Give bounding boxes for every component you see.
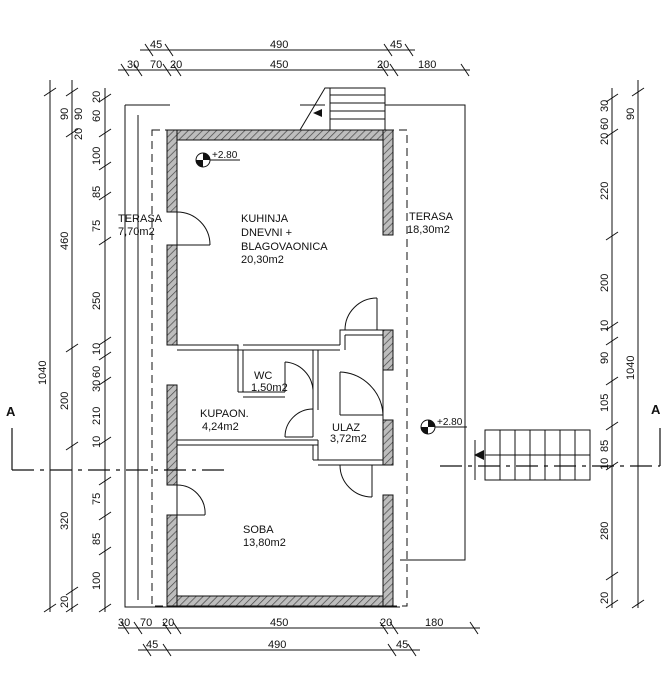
- dim-right-c1-12: 20: [599, 592, 611, 604]
- dim-left-c3-6: 10: [91, 343, 103, 355]
- dim-left-c4-3: 30: [91, 380, 103, 392]
- dim-right-c2-1: 90: [625, 108, 637, 120]
- dim-right-c1-4: 220: [599, 182, 611, 200]
- dim-left-c3-10: 85: [91, 533, 103, 545]
- room-terasa-left-area: 7,70m2: [118, 226, 155, 238]
- dim-top-r2-3: 20: [170, 59, 182, 71]
- dim-bot-r1-6: 180: [425, 617, 443, 629]
- dim-right-c1-7: 90: [599, 352, 611, 364]
- room-terasa-right-name: TERASA: [409, 211, 454, 223]
- room-kupaon-area: 4,24m2: [202, 421, 239, 433]
- dim-right-c1-6: 10: [599, 320, 611, 332]
- dim-top-r2-6: 180: [418, 59, 436, 71]
- interior-walls: [177, 329, 383, 466]
- dim-left-c4-1: 60: [91, 110, 103, 122]
- room-soba-name: SOBA: [243, 524, 274, 536]
- dim-right-c1-1: 20: [599, 133, 611, 145]
- level-marker-top: [195, 152, 240, 168]
- dim-lines-right: [605, 80, 645, 609]
- dim-left-c4-2: 20: [91, 91, 103, 103]
- level-entry: +2.80: [437, 417, 463, 428]
- dim-left-c2-3: 250: [91, 292, 103, 310]
- dim-bot-r1-4: 450: [270, 617, 288, 629]
- dim-right-c1-8: 105: [599, 394, 611, 412]
- room-kuhinja-name3: BLAGOVAONICA: [241, 241, 328, 253]
- entry-stairs: [474, 429, 591, 481]
- dim-lines-left: [43, 80, 112, 613]
- dim-left-c3-3: 100: [91, 147, 103, 165]
- dim-left-c3-2: 90: [73, 108, 85, 120]
- dim-left-c4-4: 60: [91, 366, 103, 378]
- dim-top-r1-1: 45: [150, 39, 162, 51]
- stair-arrow-top: [313, 109, 322, 117]
- stair-arrow-entry: [474, 450, 484, 460]
- dim-top-r2-5: 20: [377, 59, 389, 71]
- dim-lines-bottom: [118, 621, 480, 657]
- top-stairs: [299, 87, 386, 131]
- room-terasa-right-area: 18,30m2: [407, 224, 450, 236]
- dim-bot-r1-2: 70: [140, 617, 152, 629]
- dim-bot-r1-1: 30: [118, 617, 130, 629]
- room-kupaon-name: KUPAON.: [200, 408, 249, 420]
- dim-top-r2-2: 70: [150, 59, 162, 71]
- dim-bot-r1-5: 20: [380, 617, 392, 629]
- dim-left-c3-11: 100: [91, 572, 103, 590]
- dim-top-r2-1: 30: [127, 59, 139, 71]
- dim-left-c2-5: 320: [59, 512, 71, 530]
- dim-right-c1-5: 200: [599, 274, 611, 292]
- room-wc-name: WC: [254, 370, 272, 382]
- dim-right-c1-3: 30: [599, 100, 611, 112]
- dim-left-c3-7: 210: [91, 407, 103, 425]
- doors: [176, 211, 384, 516]
- dim-top-r1-2: 490: [270, 39, 288, 51]
- section-label-left: A: [6, 404, 16, 419]
- terrace-outline: [124, 104, 466, 608]
- dim-right-c1-10: 85: [599, 440, 611, 452]
- dim-right-c1-11: 280: [599, 522, 611, 540]
- dim-top-r1-3: 45: [390, 39, 402, 51]
- room-wc-area: 1,50m2: [251, 382, 288, 394]
- dim-left-c3-8: 10: [91, 436, 103, 448]
- dim-left-c3-9: 75: [91, 493, 103, 505]
- dim-left-c2-6: 20: [59, 596, 71, 608]
- dim-left-c2-2: 460: [59, 232, 71, 250]
- dim-lines-top: [118, 43, 470, 77]
- dim-top-r2-4: 450: [270, 59, 288, 71]
- dim-bot-r2-3: 45: [396, 639, 408, 651]
- dim-bot-r2-1: 45: [146, 639, 158, 651]
- dim-right-outer: 1040: [625, 356, 637, 380]
- section-label-right: A: [651, 402, 661, 417]
- room-ulaz-name: ULAZ: [332, 422, 360, 434]
- section-line: [11, 428, 661, 471]
- room-ulaz-area: 3,72m2: [330, 433, 367, 445]
- dim-left-c2-1: 90: [59, 108, 71, 120]
- dim-left-c2-4: 200: [59, 392, 71, 410]
- room-terasa-left-name: TERASA: [118, 213, 163, 225]
- dim-right-c1-2: 60: [599, 118, 611, 130]
- dim-left-outer: 1040: [37, 361, 49, 385]
- dim-left-c3-1: 20: [73, 128, 85, 140]
- room-kuhinja-name2: DNEVNI +: [241, 227, 292, 239]
- room-kuhinja-name: KUHINJA: [241, 213, 289, 225]
- dim-bot-r2-2: 490: [268, 639, 286, 651]
- room-soba-area: 13,80m2: [243, 537, 286, 549]
- dim-right-c1-9: 10: [599, 458, 611, 470]
- roof-outline: [151, 129, 408, 607]
- dim-left-c3-4: 85: [91, 186, 103, 198]
- room-kuhinja-area: 20,30m2: [241, 254, 284, 266]
- dim-bot-r1-3: 20: [162, 617, 174, 629]
- dim-left-c3-5: 75: [91, 220, 103, 232]
- exterior-walls: [166, 129, 394, 607]
- level-top: +2.80: [212, 150, 238, 161]
- level-marker-entry: [420, 419, 467, 435]
